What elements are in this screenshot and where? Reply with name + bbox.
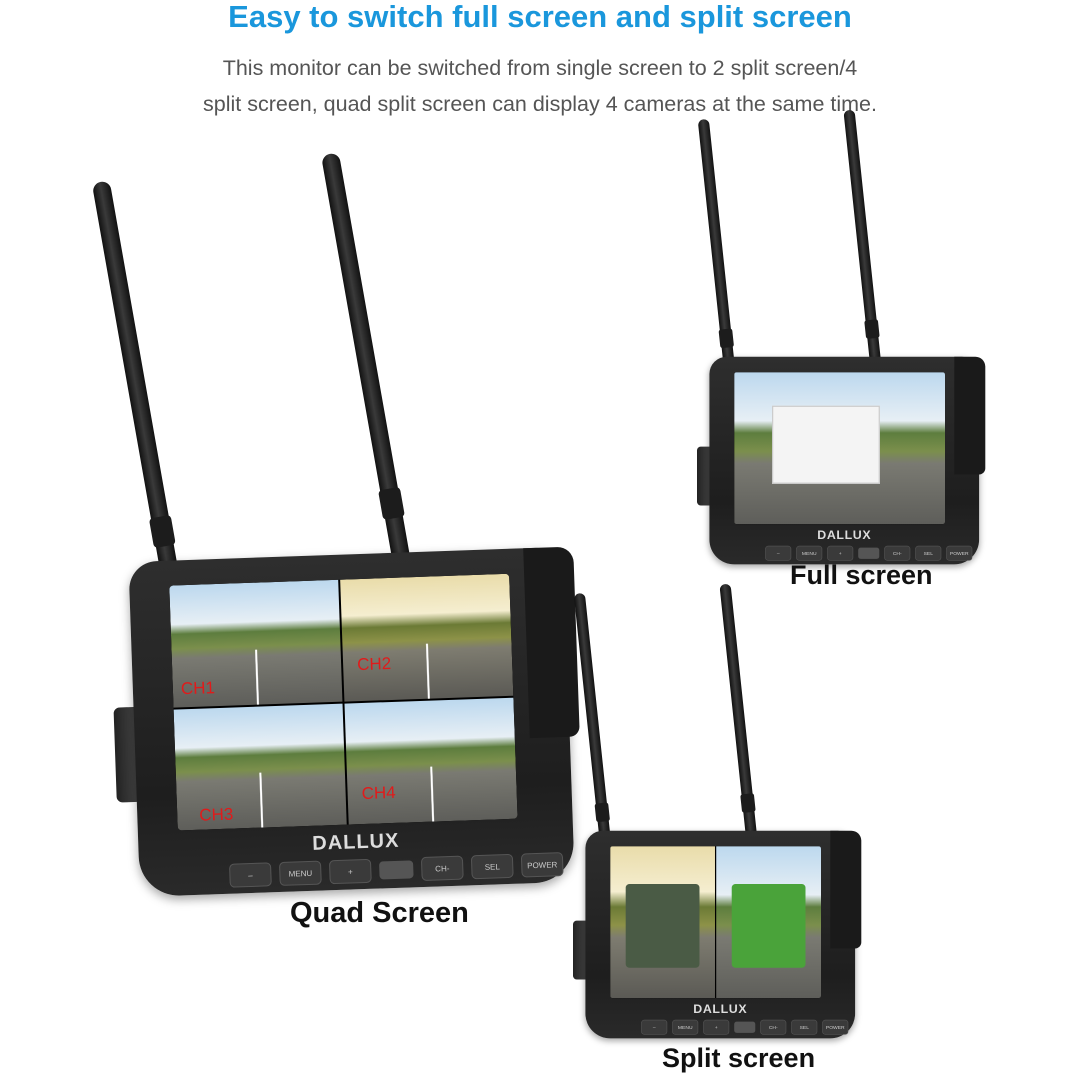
minus-button[interactable]: – — [641, 1019, 668, 1035]
monitor-body: DALLUX – MENU + CH- SEL POWER — [709, 356, 986, 565]
quad-screen-display: CH1 CH2 CH3 CH4 — [169, 573, 518, 831]
channel-label: CH2 — [356, 653, 392, 674]
camera-view: CH1 — [169, 579, 343, 708]
channel-label: CH1 — [180, 677, 216, 698]
sun-hood — [954, 356, 986, 475]
split-monitor: DALLUX – MENU + CH- SEL POWER — [573, 583, 862, 1039]
sensor-window — [734, 1021, 756, 1033]
full-screen-label: Full screen — [790, 560, 933, 590]
camera-view: CH4 — [344, 697, 518, 825]
power-button[interactable]: POWER — [822, 1019, 849, 1035]
menu-button[interactable]: MENU — [278, 860, 322, 886]
button-row: – MENU + CH- SEL POWER — [765, 545, 973, 561]
channel-button[interactable]: CH- — [760, 1019, 787, 1035]
brand-logo: DALLUX — [817, 528, 872, 543]
full-monitor: DALLUX – MENU + CH- SEL POWER — [697, 109, 986, 565]
channel-label: CH4 — [361, 782, 396, 804]
brand-logo: DALLUX — [693, 1002, 748, 1017]
plus-button[interactable]: + — [328, 858, 372, 885]
menu-button[interactable]: MENU — [796, 545, 823, 561]
channel-button[interactable]: CH- — [420, 855, 464, 882]
antenna — [91, 180, 183, 598]
antenna — [573, 592, 613, 853]
select-button[interactable]: SEL — [915, 545, 942, 561]
full-screen-display — [734, 372, 945, 525]
plus-button[interactable]: + — [827, 545, 854, 561]
power-button[interactable]: POWER — [946, 545, 973, 561]
page-title: Easy to switch full screen and split scr… — [228, 0, 852, 34]
antenna — [719, 583, 758, 844]
sensor-window — [858, 547, 880, 559]
split-screen-label: Split screen — [662, 1043, 816, 1073]
camera-view: CH3 — [173, 703, 347, 831]
camera-view: CH2 — [340, 573, 514, 702]
sensor-window — [379, 860, 414, 880]
split-screen-display — [610, 846, 821, 999]
minus-button[interactable]: – — [229, 862, 272, 888]
menu-button[interactable]: MENU — [672, 1019, 699, 1035]
subtitle-line: This monitor can be switched from single… — [222, 56, 858, 80]
select-button[interactable]: SEL — [470, 853, 514, 880]
antenna — [320, 152, 412, 570]
sun-hood — [523, 546, 580, 739]
truck-image — [625, 884, 700, 968]
button-row: – MENU + CH- SEL POWER — [229, 852, 564, 888]
channel-label: CH3 — [198, 804, 234, 825]
plus-button[interactable]: + — [703, 1019, 730, 1035]
camera-view — [716, 846, 821, 999]
truck-image — [772, 405, 881, 485]
subtitle: This monitor can be switched from single… — [0, 50, 1080, 122]
sun-hood — [830, 830, 862, 949]
subtitle-line: split screen, quad split screen can disp… — [203, 92, 877, 116]
select-button[interactable]: SEL — [791, 1019, 818, 1035]
quad-monitor: CH1 CH2 CH3 CH4 DALLUX – MENU + CH- SEL … — [91, 152, 580, 898]
antenna — [697, 118, 737, 379]
button-row: – MENU + CH- SEL POWER — [641, 1019, 849, 1035]
camera-view — [734, 372, 945, 525]
channel-button[interactable]: CH- — [884, 545, 911, 561]
minus-button[interactable]: – — [765, 545, 792, 561]
antenna — [843, 109, 882, 370]
truck-image — [731, 884, 806, 968]
quad-screen-label: Quad Screen — [290, 897, 469, 929]
monitor-body: DALLUX – MENU + CH- SEL POWER — [585, 830, 862, 1039]
camera-view — [610, 846, 715, 999]
monitor-body: CH1 CH2 CH3 CH4 DALLUX – MENU + CH- SEL … — [128, 546, 580, 897]
power-button[interactable]: POWER — [520, 852, 564, 878]
